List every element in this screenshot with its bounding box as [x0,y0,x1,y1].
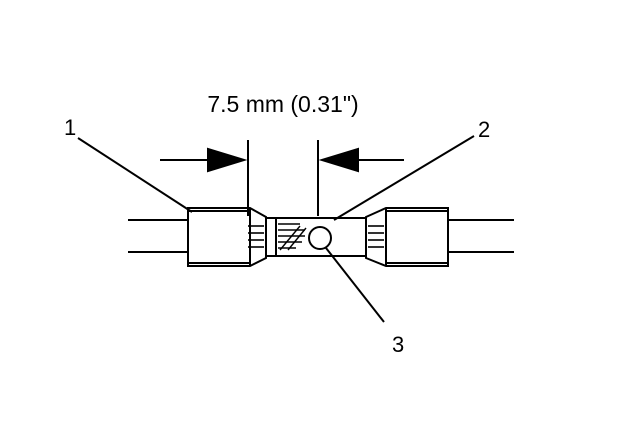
left-sleeve [187,207,267,267]
right-wire [448,219,514,253]
callout-1: 1 [64,115,76,140]
crimped-strands [278,223,307,251]
callout-2: 2 [478,117,490,142]
dimension-arrows [160,147,404,173]
left-wire [128,219,188,253]
dimension-label: 7.5 mm (0.31") [207,91,358,117]
left-conductor-strands [248,225,264,248]
callout-3: 3 [392,332,404,357]
dimension-extension-lines [247,140,319,216]
right-sleeve [365,207,449,267]
leader-lines [77,135,475,323]
inspection-hole [308,226,332,250]
right-conductor-strands [368,225,384,248]
